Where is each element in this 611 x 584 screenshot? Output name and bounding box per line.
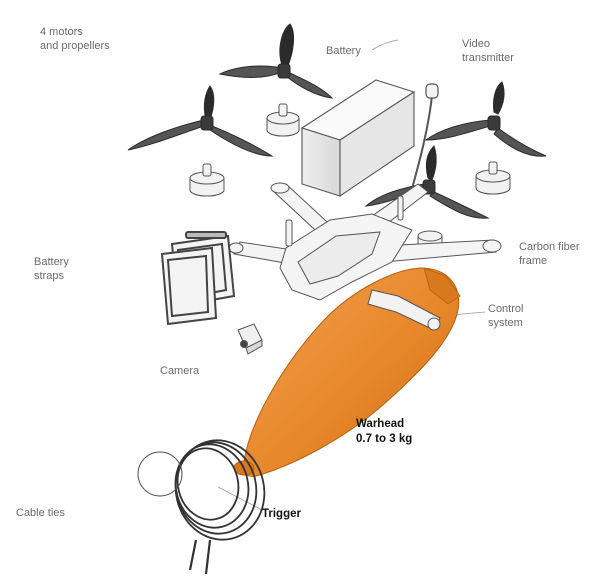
carbon-fiber-frame (229, 183, 501, 300)
label-video-transmitter: Video transmitter (462, 37, 514, 65)
label-warhead-title: Warhead (356, 417, 404, 431)
label-battery: Battery (326, 44, 361, 58)
motor-3 (476, 162, 510, 194)
label-control-system: Control system (488, 302, 523, 330)
label-warhead-weight: 0.7 to 3 kg (356, 432, 412, 446)
label-cable-ties: Cable ties (16, 506, 65, 520)
label-trigger: Trigger (262, 507, 301, 521)
propeller-top-left (220, 24, 332, 98)
label-battery-straps: Battery straps (34, 255, 69, 283)
propeller-left (128, 86, 272, 156)
battery-straps (162, 232, 234, 324)
label-carbon-fiber-frame: Carbon fiber frame (519, 240, 580, 268)
warhead-body (234, 268, 460, 476)
camera-part (238, 324, 262, 354)
motor-1 (267, 104, 299, 136)
label-camera: Camera (160, 364, 199, 378)
battery-pack (302, 80, 414, 196)
propeller-right (426, 82, 546, 156)
label-motors-propellers: 4 motors and propellers (40, 25, 110, 53)
motor-2 (190, 164, 224, 196)
